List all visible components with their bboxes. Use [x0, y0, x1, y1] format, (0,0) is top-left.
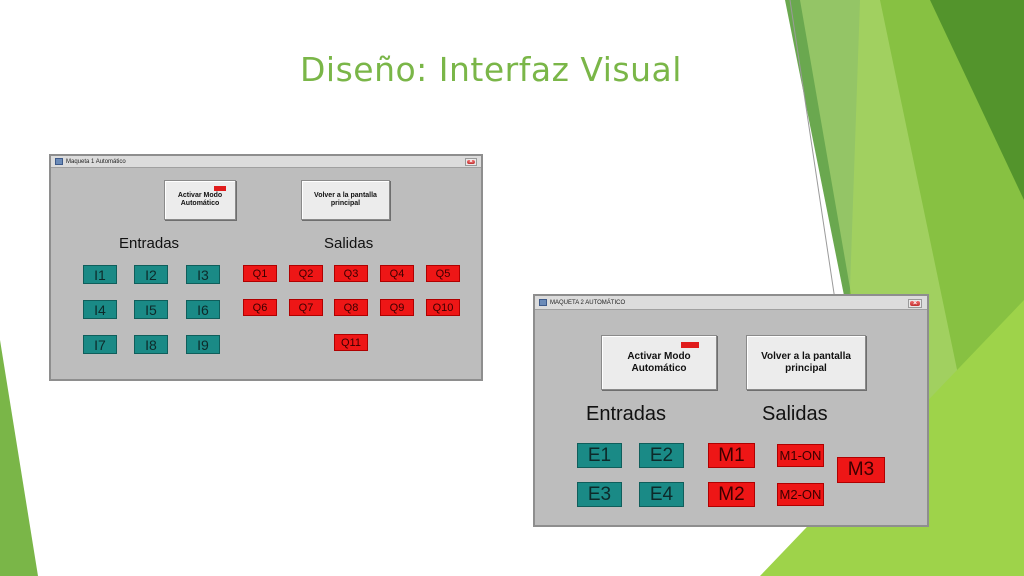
input-tile-i7[interactable]: I7: [83, 335, 117, 354]
inputs-header: Entradas: [119, 235, 180, 252]
back-to-main-button[interactable]: Volver a la pantalla principal: [746, 335, 866, 390]
output-tile-q3[interactable]: Q3: [334, 265, 368, 282]
close-button[interactable]: ×: [465, 158, 477, 166]
input-tile-i8[interactable]: I8: [134, 335, 168, 354]
input-tile-i6[interactable]: I6: [186, 300, 220, 319]
decor-shape-left: [0, 340, 38, 576]
window-titlebar[interactable]: Maqueta 1 Automático: [51, 156, 481, 168]
mode-indicator: [681, 342, 699, 348]
output-tile-q7[interactable]: Q7: [289, 299, 323, 316]
input-tile-e2[interactable]: E2: [639, 443, 684, 468]
output-tile-q8[interactable]: Q8: [334, 299, 368, 316]
output-tile-m2[interactable]: M2: [708, 482, 755, 507]
input-tile-e1[interactable]: E1: [577, 443, 622, 468]
input-tile-i2[interactable]: I2: [134, 265, 168, 284]
output-tile-q9[interactable]: Q9: [380, 299, 414, 316]
input-tile-i3[interactable]: I3: [186, 265, 220, 284]
activate-auto-mode-button[interactable]: Activar Modo Automático: [601, 335, 717, 390]
output-tile-q1[interactable]: Q1: [243, 265, 277, 282]
output-tile-m2-on[interactable]: M2-ON: [777, 483, 824, 506]
output-tile-q10[interactable]: Q10: [426, 299, 460, 316]
inputs-header: Entradas: [586, 403, 667, 425]
input-tile-e3[interactable]: E3: [577, 482, 622, 507]
outputs-header: Salidas: [324, 235, 374, 252]
close-icon: ×: [912, 300, 918, 307]
decor-shape-top-right: [930, 0, 1024, 200]
app-icon: [55, 158, 63, 165]
input-tile-i1[interactable]: I1: [83, 265, 117, 284]
output-tile-m1[interactable]: M1: [708, 443, 755, 468]
outputs-header: Salidas: [762, 403, 828, 425]
input-tile-e4[interactable]: E4: [639, 482, 684, 507]
output-tile-q11[interactable]: Q11: [334, 334, 368, 351]
close-icon: ×: [469, 159, 473, 165]
window-title: Maqueta 1 Automático: [66, 158, 126, 165]
output-tile-q4[interactable]: Q4: [380, 265, 414, 282]
input-tile-i5[interactable]: I5: [134, 300, 168, 319]
close-button[interactable]: ×: [908, 299, 922, 308]
window-title: MAQUETA 2 AUTOMÁTICO: [550, 299, 626, 306]
window-maqueta-2: MAQUETA 2 AUTOMÁTICO × Activar Modo Auto…: [533, 294, 929, 527]
output-tile-q2[interactable]: Q2: [289, 265, 323, 282]
output-tile-q6[interactable]: Q6: [243, 299, 277, 316]
input-tile-i9[interactable]: I9: [186, 335, 220, 354]
app-icon: [539, 299, 547, 306]
output-tile-q5[interactable]: Q5: [426, 265, 460, 282]
input-tile-i4[interactable]: I4: [83, 300, 117, 319]
back-to-main-button[interactable]: Volver a la pantalla principal: [301, 180, 390, 220]
window-titlebar[interactable]: MAQUETA 2 AUTOMÁTICO: [535, 296, 927, 310]
output-tile-m1-on[interactable]: M1-ON: [777, 444, 824, 467]
output-tile-m3[interactable]: M3: [837, 457, 885, 483]
mode-indicator: [214, 186, 226, 191]
slide-title: Diseño: Interfaz Visual: [300, 50, 682, 89]
window-maqueta-1: Maqueta 1 Automático × Activar Modo Auto…: [49, 154, 483, 381]
